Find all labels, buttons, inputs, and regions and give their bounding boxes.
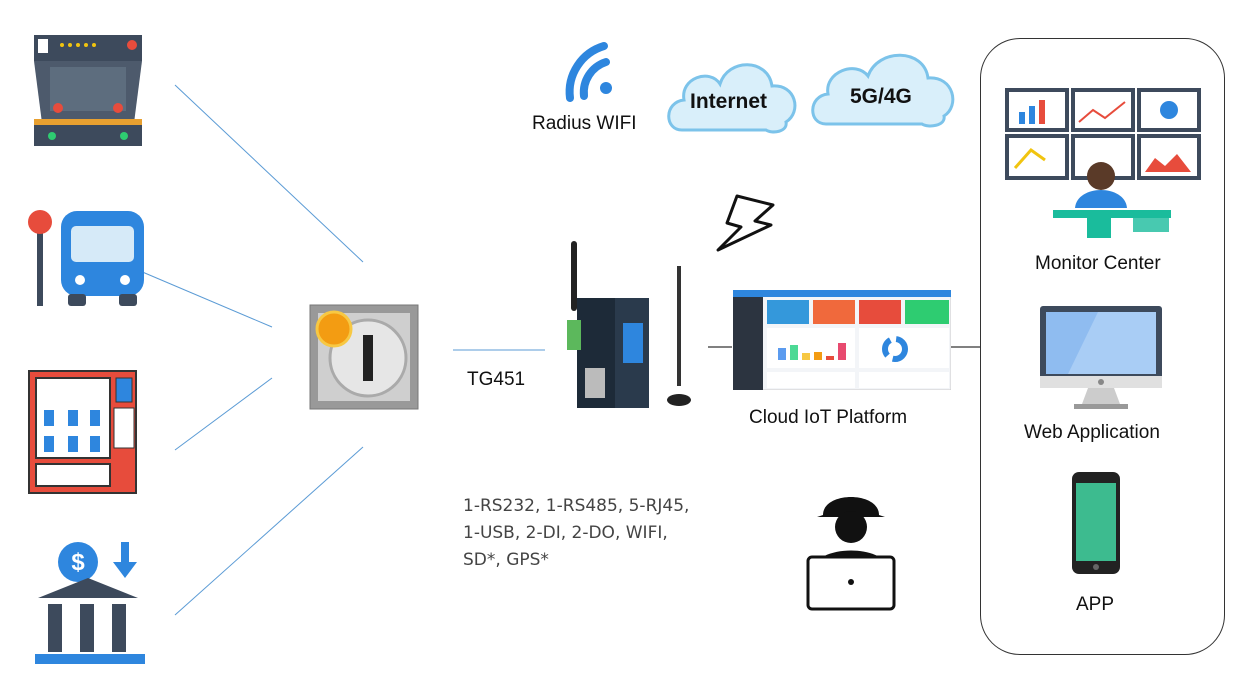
router-device-icon	[567, 241, 691, 408]
monitor-center-icon	[1005, 88, 1201, 238]
wifi-label: Radius WIFI	[532, 113, 637, 134]
device-specs: 1-RS232, 1-RS485, 5-RJ45, 1-USB, 2-DI, 2…	[463, 493, 689, 574]
line-bus	[132, 267, 273, 328]
cellular-cloud-icon	[811, 53, 955, 128]
device-label: TG451	[467, 369, 526, 390]
vending-machine-icon	[28, 370, 137, 494]
smartphone-icon	[1072, 472, 1120, 574]
lightning-icon	[716, 194, 775, 252]
internet-cloud-icon	[667, 63, 797, 134]
desktop-monitor-icon	[1040, 306, 1162, 409]
svg-text:$: $	[71, 549, 85, 576]
line-bank	[174, 446, 364, 616]
spec-line: SD*, GPS*	[463, 550, 549, 570]
web-app-label: Web Application	[1024, 422, 1160, 443]
cloud-platform-dashboard	[733, 290, 951, 390]
client-panel	[980, 38, 1225, 655]
engineer-laptop-icon	[806, 497, 896, 611]
line-arcade	[174, 84, 364, 263]
line-vending	[174, 377, 273, 451]
bus-stop-icon	[28, 210, 144, 306]
internet-label: Internet	[690, 90, 768, 113]
bank-deposit-icon: $	[35, 542, 145, 664]
spec-line: 1-USB, 2-DI, 2-DO, WIFI,	[463, 523, 668, 543]
spec-line: 1-RS232, 1-RS485, 5-RJ45,	[463, 496, 690, 516]
app-label: APP	[1076, 594, 1115, 615]
cellular-label: 5G/4G	[850, 85, 912, 108]
wifi-icon	[565, 42, 612, 102]
monitor-center-label: Monitor Center	[1035, 253, 1161, 274]
key-switch-icon	[309, 304, 419, 410]
arcade-machine-icon	[34, 35, 142, 146]
cloud-platform-label: Cloud IoT Platform	[749, 407, 908, 428]
